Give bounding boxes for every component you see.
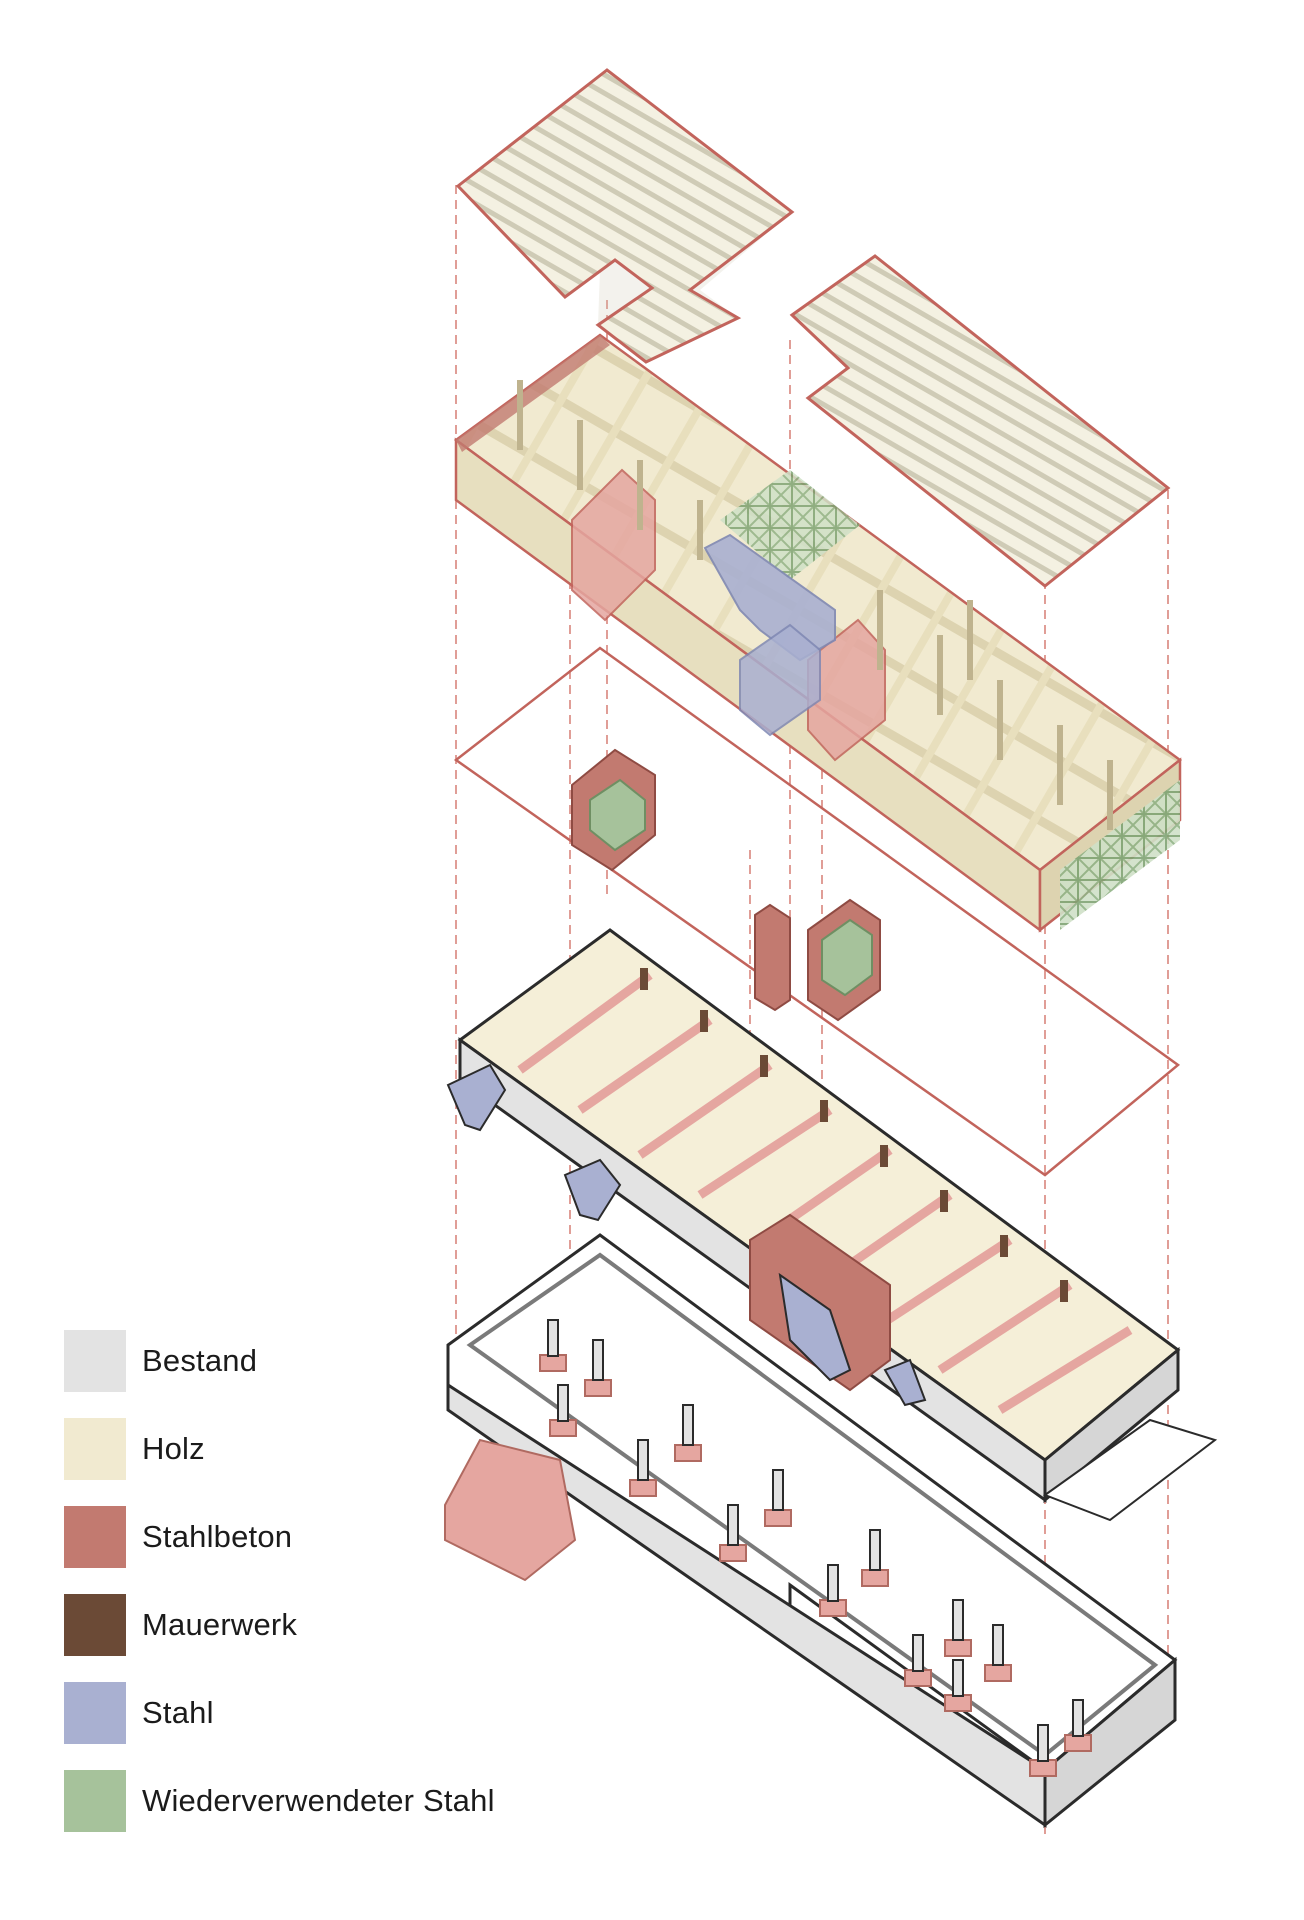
roof-slab-left bbox=[455, 68, 795, 364]
stair-core-west bbox=[571, 748, 656, 872]
legend-swatch-bestand bbox=[64, 1330, 126, 1392]
legend-label-holz: Holz bbox=[142, 1431, 205, 1466]
legend-label-bestand: Bestand bbox=[142, 1343, 258, 1378]
legend-label-stahl: Stahl bbox=[142, 1695, 214, 1730]
legend-swatch-stahlbeton bbox=[64, 1506, 126, 1568]
legend-swatch-mauerwerk bbox=[64, 1594, 126, 1656]
legend-label-mauerwerk: Mauerwerk bbox=[142, 1607, 298, 1642]
stair-core-east bbox=[807, 898, 881, 1022]
legend-label-stahlbeton: Stahlbeton bbox=[142, 1519, 293, 1554]
concrete-shaft bbox=[754, 903, 791, 1012]
floor-plate-level bbox=[453, 646, 1181, 1177]
legend-item-holz: Holz bbox=[64, 1418, 584, 1480]
basement-level bbox=[444, 1233, 1178, 1829]
roof-slab-right bbox=[789, 254, 1171, 588]
legend-swatch-stahl bbox=[64, 1682, 126, 1744]
legend-item-bestand: Bestand bbox=[64, 1330, 584, 1392]
legend-item-stahlbeton: Stahlbeton bbox=[64, 1506, 584, 1568]
legend-label-wiederverwendeter-stahl: Wiederverwendeter Stahl bbox=[142, 1783, 495, 1818]
existing-building-level bbox=[446, 928, 1218, 1522]
legend-swatch-holz bbox=[64, 1418, 126, 1480]
legend-swatch-wiederverwendeter-stahl bbox=[64, 1770, 126, 1832]
legend-item-mauerwerk: Mauerwerk bbox=[64, 1594, 584, 1656]
legend: Bestand Holz Stahlbeton Mauerwerk Stahl … bbox=[64, 1330, 584, 1858]
timber-frame-level bbox=[453, 333, 1183, 933]
legend-item-stahl: Stahl bbox=[64, 1682, 584, 1744]
legend-item-wiederverwendeter-stahl: Wiederverwendeter Stahl bbox=[64, 1770, 584, 1832]
